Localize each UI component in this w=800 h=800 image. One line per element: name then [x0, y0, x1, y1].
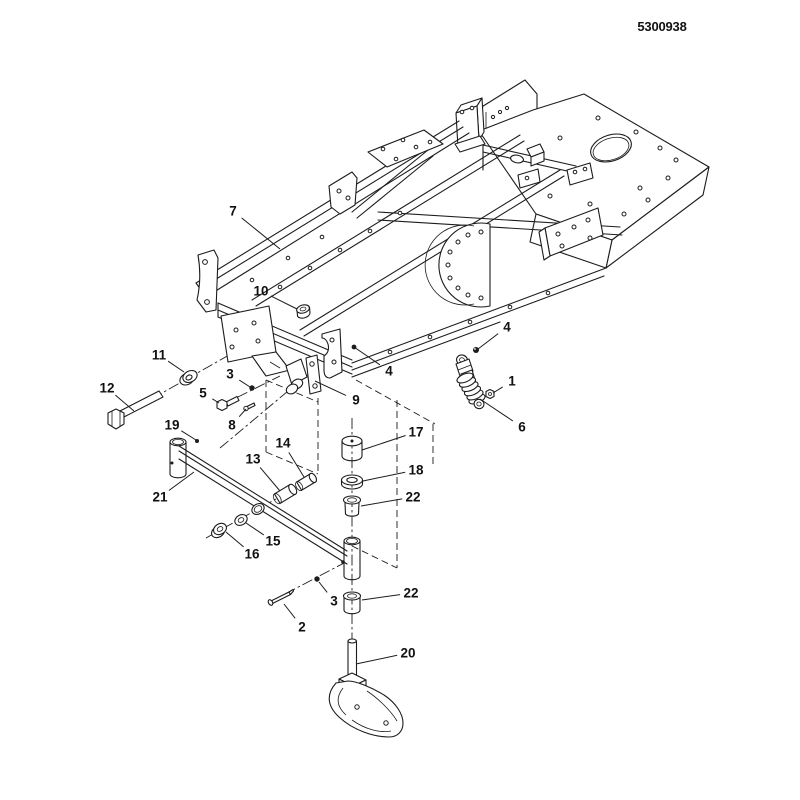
leader-line-3	[318, 581, 328, 593]
leader-line-17	[361, 435, 406, 451]
callout-label-13: 13	[245, 452, 261, 467]
leader-line-15	[245, 522, 265, 536]
callout-label-18: 18	[408, 463, 424, 478]
callout-label-4: 4	[385, 364, 393, 379]
shock-absorber	[455, 347, 495, 410]
screw-8	[243, 402, 256, 412]
callout-label-21: 21	[152, 490, 168, 505]
leader-line-22	[361, 594, 401, 601]
screw-5	[216, 395, 240, 412]
torsion-bar-21	[169, 437, 361, 581]
leader-line-4	[477, 333, 499, 350]
leader-line-12	[115, 394, 135, 412]
leader-line-9	[314, 380, 347, 396]
leader-line-20	[355, 654, 398, 665]
leader-line-10	[270, 295, 298, 310]
bushing-22-upper	[342, 495, 362, 517]
callout-label-22: 22	[405, 490, 420, 505]
bushing-22-lower	[342, 591, 362, 615]
leader-line-6	[479, 398, 514, 422]
callout-label-4: 4	[503, 320, 511, 335]
hex-bolt-12	[107, 390, 164, 430]
callout-label-14: 14	[275, 436, 291, 451]
leader-line-22	[360, 498, 403, 507]
leader-line-19	[181, 430, 197, 441]
callout-label-5: 5	[199, 386, 207, 401]
callout-label-3: 3	[226, 367, 234, 382]
drawing-number: 5300938	[637, 19, 687, 34]
leader-line-5	[212, 398, 220, 404]
callout-label-6: 6	[518, 420, 526, 435]
leader-line-16	[225, 531, 244, 548]
leader-line-11	[167, 360, 185, 373]
callout-label-1: 1	[508, 374, 516, 389]
leader-line-14	[288, 452, 305, 478]
callout-label-7: 7	[229, 204, 237, 219]
leader-line-7	[241, 217, 281, 250]
callout-label-8: 8	[228, 418, 236, 433]
leader-line-21	[168, 471, 195, 491]
leader-line-3	[238, 379, 251, 388]
bearing-18	[340, 474, 364, 490]
callout-label-16: 16	[244, 547, 260, 562]
main-frame-assembly	[195, 79, 710, 443]
washer-11	[179, 369, 198, 386]
callout-label-3: 3	[330, 594, 338, 609]
leader-line-18	[362, 471, 406, 482]
coil-spring	[456, 372, 486, 405]
leader-line-2	[283, 603, 296, 619]
leader-line-13	[259, 467, 281, 492]
leader-line-8	[238, 408, 247, 418]
screw-2	[267, 588, 295, 606]
caster-spindle-20	[328, 638, 404, 738]
nut-3-upper	[249, 385, 255, 391]
callout-label-12: 12	[99, 381, 114, 396]
callout-label-11: 11	[152, 348, 167, 363]
locknut-1	[485, 388, 495, 400]
leader-line-1	[492, 386, 503, 394]
bushing-14	[295, 472, 318, 492]
callout-label-20: 20	[400, 646, 415, 661]
washer-15	[234, 514, 248, 526]
spacer-16	[211, 522, 227, 539]
callout-label-2: 2	[298, 620, 306, 635]
spacer-17	[341, 435, 363, 462]
nut-3-lower	[314, 576, 320, 582]
callout-label-22: 22	[403, 586, 418, 601]
bushing-10	[296, 304, 311, 319]
leader-line-4	[353, 346, 381, 366]
callout-label-15: 15	[265, 534, 281, 549]
callout-label-10: 10	[253, 284, 268, 299]
callout-label-17: 17	[408, 425, 423, 440]
callout-label-19: 19	[164, 418, 179, 433]
callout-label-9: 9	[352, 393, 360, 408]
bushing-13	[272, 483, 298, 505]
